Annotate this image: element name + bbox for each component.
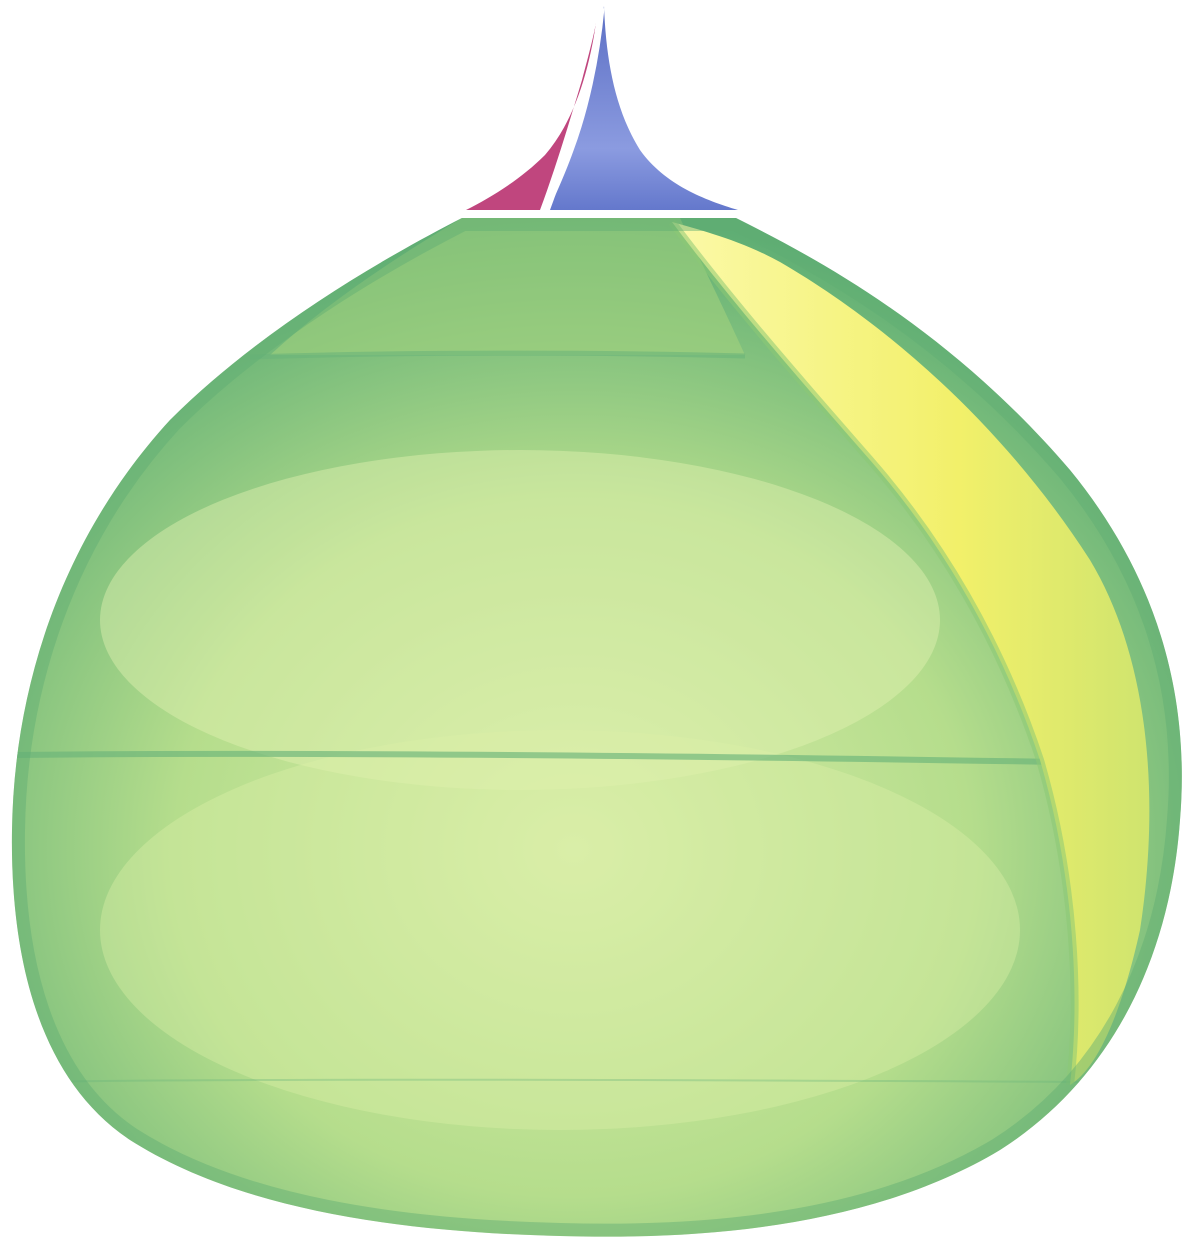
dome-top-gap xyxy=(458,212,740,218)
spire-blue-segment xyxy=(550,6,738,210)
dome-upper-band xyxy=(270,218,745,355)
dome-lower-highlight xyxy=(100,730,1020,1130)
